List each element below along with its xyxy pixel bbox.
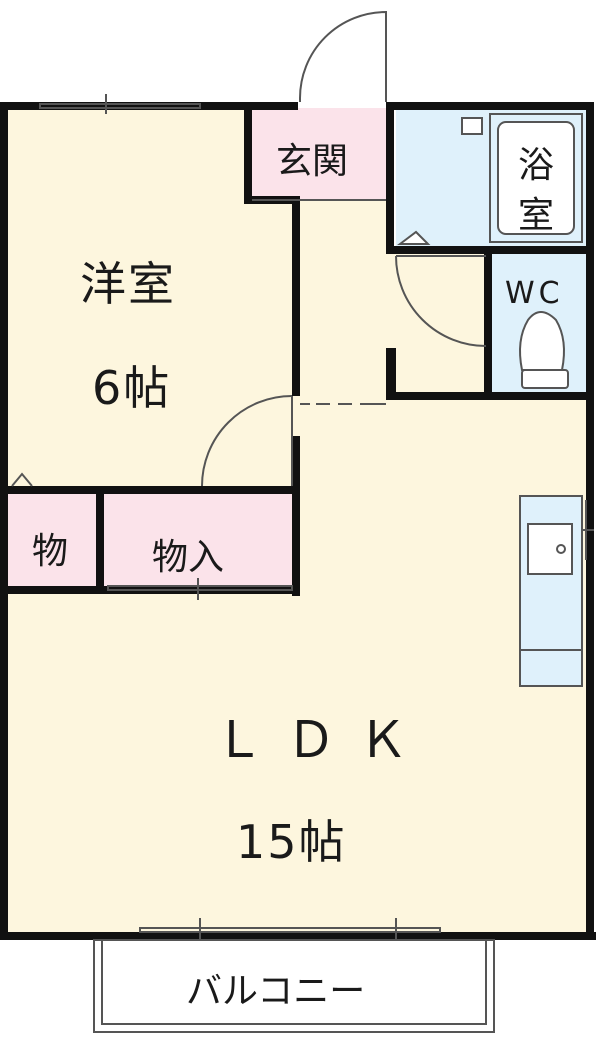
storage-closet-name: 物入: [152, 537, 225, 578]
western-room-door: [201, 395, 293, 487]
bathtub: [461, 113, 583, 243]
storage-small-name: 物: [32, 531, 69, 572]
balcony: [93, 939, 495, 1033]
bath-name-line2: 室: [518, 195, 555, 236]
corridor-lower-floor: [390, 250, 490, 400]
entrance-floor: [248, 108, 390, 200]
toilet-icon: [519, 311, 569, 389]
storage-closet-floor: [104, 494, 296, 586]
western-room-name: 洋室: [80, 257, 176, 311]
outer-walls: [0, 102, 596, 940]
kitchen-sink-icon: [520, 523, 582, 651]
ldk-name: ＬＤＫ: [214, 711, 430, 769]
storage-small-floor: [8, 494, 100, 586]
thin-lines: [39, 94, 594, 944]
balcony-name: バルコニー: [186, 971, 366, 1012]
entrance-name: 玄関: [276, 141, 349, 182]
bath-name-line1: 浴: [518, 145, 555, 186]
ldk-size: 15帖: [236, 815, 347, 869]
washbasin-corner: [397, 230, 431, 245]
washroom-door: [395, 255, 487, 347]
wc-name: WC: [505, 276, 564, 311]
western-room-size: 6帖: [92, 361, 172, 415]
closet-mark: [11, 472, 33, 487]
corridor-floor: [300, 200, 390, 400]
entrance-door: [299, 10, 387, 102]
